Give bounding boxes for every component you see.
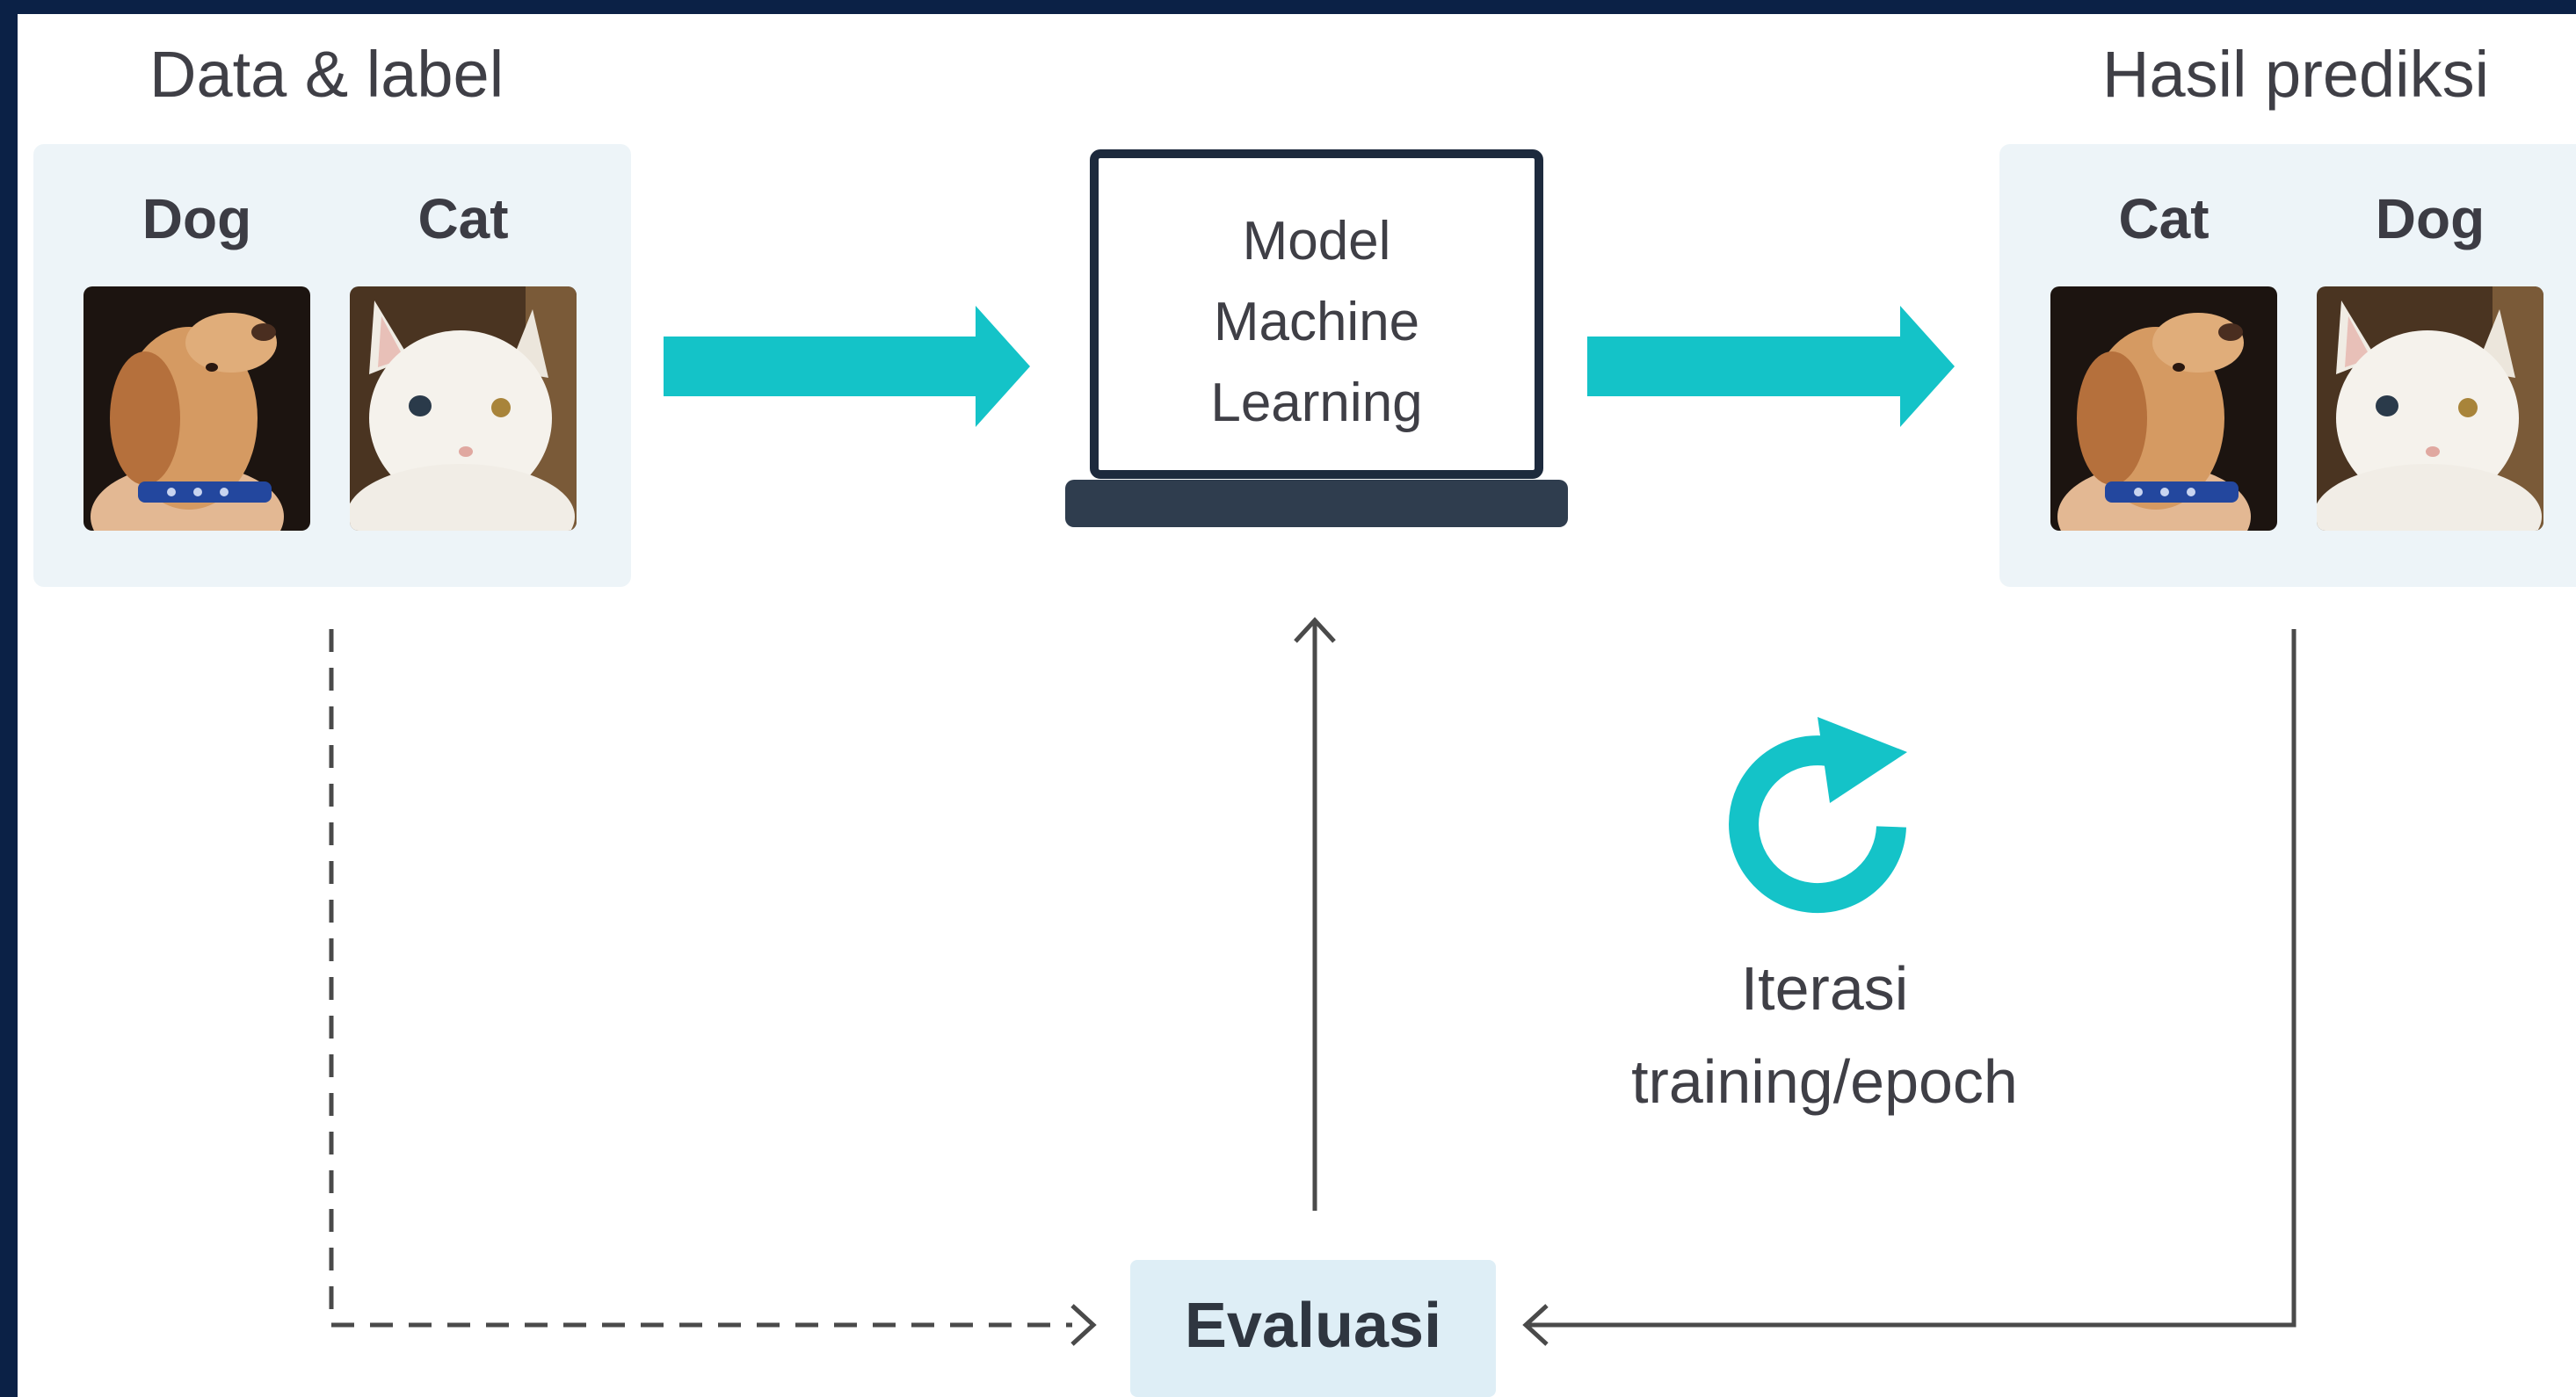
dog-photo (83, 286, 310, 531)
connector-evaluation-to-model-arrowhead (1294, 617, 1336, 643)
cat-photo (350, 286, 577, 531)
flow-arrow-input-to-model-shaft (664, 337, 998, 396)
input-label-2: Cat (417, 187, 509, 250)
flow-arrow-model-to-output-head (1900, 306, 1955, 427)
iteration-text-line-2: training/epoch (1631, 1047, 2018, 1116)
iteration-text-line-1: Iterasi (1740, 954, 1909, 1023)
diagram-canvas: Data & label Dog Cat (18, 14, 2576, 1397)
flow-arrow-input-to-model-head (976, 306, 1030, 427)
dashed-connector-arrowhead (1070, 1304, 1097, 1346)
refresh-icon (1729, 717, 1907, 914)
evaluation-label: Evaluasi (1184, 1291, 1442, 1361)
evaluation-box: Evaluasi (1130, 1260, 1496, 1397)
output-label-2: Dog (2375, 187, 2485, 250)
connectors (329, 306, 2297, 1346)
laptop-base (1065, 480, 1568, 527)
iteration-label: Iterasi training/epoch (1529, 942, 2120, 1128)
connector-predictions-to-evaluation (1529, 629, 2297, 1328)
flow-arrow-model-to-output-shaft (1587, 337, 1921, 396)
model-text-line-1: Model (1242, 211, 1391, 271)
model-text-line-3: Learning (1210, 373, 1423, 433)
output-label-1: Cat (2118, 187, 2210, 250)
output-section-title: Hasil prediksi (2102, 38, 2490, 111)
input-section-title: Data & label (149, 38, 504, 111)
laptop-screen: Model Machine Learning (1090, 149, 1543, 479)
model-text-line-2: Machine (1213, 292, 1420, 352)
cat-photo (2317, 286, 2543, 531)
dashed-connector-labels-to-evaluation (329, 629, 1072, 1328)
dog-photo (2050, 286, 2277, 531)
input-label-1: Dog (141, 187, 252, 250)
connector-predictions-arrowhead (1522, 1304, 1549, 1346)
